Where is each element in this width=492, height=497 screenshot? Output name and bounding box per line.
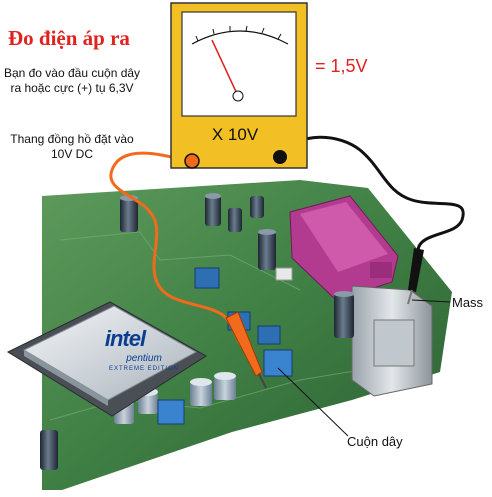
meter-pivot bbox=[232, 90, 244, 102]
coil-callout-line bbox=[277, 367, 349, 437]
cpu-brand-logo: intel bbox=[104, 326, 146, 351]
cpu-edition-text: EXTREME EDITION bbox=[108, 366, 179, 372]
page-title: Đo điện áp ra bbox=[8, 26, 130, 50]
meter-needle bbox=[211, 39, 239, 97]
positive-jack bbox=[184, 153, 200, 169]
coil-label: Cuộn dây bbox=[347, 434, 403, 449]
cpu-chip-edge bbox=[24, 350, 108, 406]
meter-scale-arc bbox=[191, 30, 289, 45]
negative-probe-tip bbox=[407, 289, 413, 305]
positive-probe-tip bbox=[258, 373, 267, 389]
board-traces bbox=[59, 231, 301, 291]
parallel-port-connector-top bbox=[300, 202, 388, 272]
negative-probe bbox=[408, 248, 424, 292]
io-port-socket bbox=[373, 319, 415, 367]
positive-probe bbox=[225, 311, 263, 377]
cpu-model-text: pentium bbox=[126, 353, 162, 364]
negative-probe-wire bbox=[276, 135, 465, 251]
mass-label: Mass bbox=[452, 295, 484, 310]
meter-range-label: X 10V bbox=[211, 125, 259, 144]
connector-latch bbox=[370, 262, 392, 278]
meter-scale-ticks bbox=[195, 25, 282, 42]
negative-jack bbox=[273, 150, 287, 164]
probe-instruction: Bạn đo vào đầu cuộn dây ra hoặc cực (+) … bbox=[3, 66, 141, 95]
voltage-reading: = 1,5V bbox=[315, 56, 368, 76]
mass-callout-line bbox=[411, 299, 451, 303]
range-instruction: Thang đồng hồ đặt vào 10V DC bbox=[10, 132, 134, 161]
